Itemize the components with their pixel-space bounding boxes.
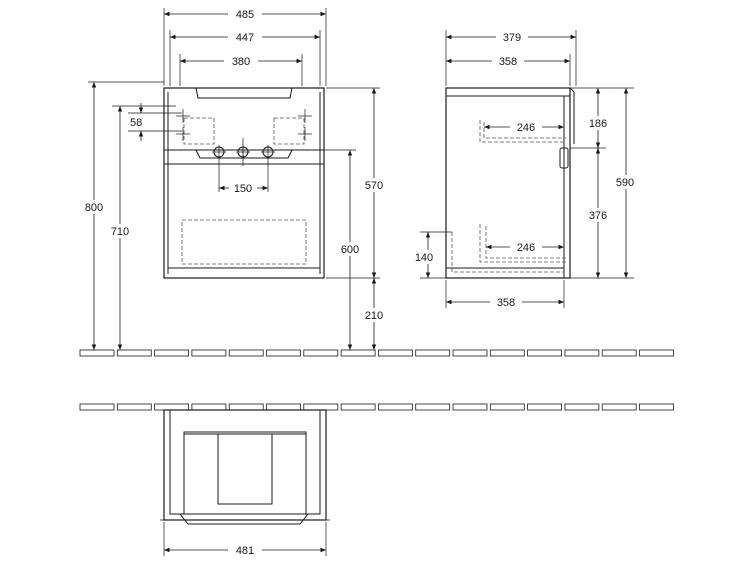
wall-tile xyxy=(527,403,562,411)
dim-358-bottom-label: 358 xyxy=(497,297,515,309)
wall-tile xyxy=(564,403,600,411)
floor-tile xyxy=(79,349,115,357)
dim-358-top-label: 358 xyxy=(499,56,517,68)
drawer-handle-upper xyxy=(195,149,293,159)
top-cabinet-outline xyxy=(163,409,327,521)
wall-tile-strip xyxy=(79,403,674,411)
wall-tile xyxy=(303,403,339,411)
floor-tile xyxy=(154,349,190,357)
floor-tile xyxy=(564,349,600,357)
dim-58-label: 58 xyxy=(130,117,142,129)
plinth-hidden xyxy=(451,232,564,273)
lower-drawer-inner-hidden-side xyxy=(485,226,566,259)
floor-tile xyxy=(601,349,637,357)
basin-top-outline xyxy=(195,87,293,99)
floor-tile xyxy=(489,349,525,357)
siphon-left-hidden xyxy=(183,117,215,145)
floor-tile xyxy=(228,349,264,357)
floor-tile xyxy=(639,349,674,357)
floor-tile xyxy=(303,349,339,357)
floor-tile xyxy=(340,349,376,357)
dim-380-label: 380 xyxy=(232,56,250,68)
floor-tile xyxy=(191,349,227,357)
siphon-right-hidden xyxy=(273,117,305,145)
dim-481-label: 481 xyxy=(236,545,254,557)
floor-tile xyxy=(415,349,451,357)
dim-210-label: 210 xyxy=(365,310,383,322)
dim-376-label: 376 xyxy=(589,210,607,222)
floor-tile xyxy=(527,349,562,357)
lower-drawer-hidden-side xyxy=(479,224,566,263)
side-front-lip xyxy=(569,87,575,144)
wall-tile xyxy=(266,403,301,411)
wall-tile xyxy=(415,403,451,411)
wall-tile xyxy=(377,403,413,411)
upper-drawer-hidden xyxy=(479,120,566,143)
dim-710-label: 710 xyxy=(111,226,129,238)
crosshair-marks xyxy=(176,109,312,141)
dim-186-label: 186 xyxy=(589,118,607,130)
dim-600-label: 600 xyxy=(341,244,359,256)
wall-tile xyxy=(191,403,227,411)
dim-485-label: 485 xyxy=(236,9,254,21)
side-cabinet-outline xyxy=(445,87,571,279)
wall-tile xyxy=(228,403,264,411)
front-view: 485 447 380 58 150 800 710 xyxy=(80,7,388,350)
floor-tile xyxy=(452,349,488,357)
side-view: 379 358 246 246 358 186 376 590 140 xyxy=(412,30,640,309)
wall-tile xyxy=(489,403,525,411)
floor-tile-strip xyxy=(79,349,674,357)
wall-tile xyxy=(79,403,115,411)
dim-590-label: 590 xyxy=(616,177,634,189)
dim-800-label: 800 xyxy=(85,202,103,214)
dim-150-label: 150 xyxy=(234,183,252,195)
floor-tile xyxy=(116,349,152,357)
wall-tile xyxy=(452,403,488,411)
floor-tile xyxy=(377,349,413,357)
dim-140-label: 140 xyxy=(415,252,433,264)
wall-tile xyxy=(639,403,674,411)
upper-drawer-inner-hidden xyxy=(483,122,566,139)
floor-tile xyxy=(266,349,301,357)
top-view: 481 xyxy=(160,409,330,557)
wall-tile xyxy=(154,403,190,411)
wall-tile xyxy=(340,403,376,411)
wall-tile xyxy=(601,403,637,411)
dim-379-label: 379 xyxy=(503,32,521,44)
lower-drawer-hidden xyxy=(181,219,307,265)
tap-connectors xyxy=(212,138,275,166)
dim-246-upper-label: 246 xyxy=(517,122,535,134)
dim-447-label: 447 xyxy=(236,32,254,44)
wall-tile xyxy=(116,403,152,411)
side-handle-icon xyxy=(559,147,569,169)
top-front-handle xyxy=(179,513,309,525)
top-drawer-outline xyxy=(183,431,307,515)
dim-246-lower-label: 246 xyxy=(517,242,535,254)
dim-570-label: 570 xyxy=(365,180,383,192)
